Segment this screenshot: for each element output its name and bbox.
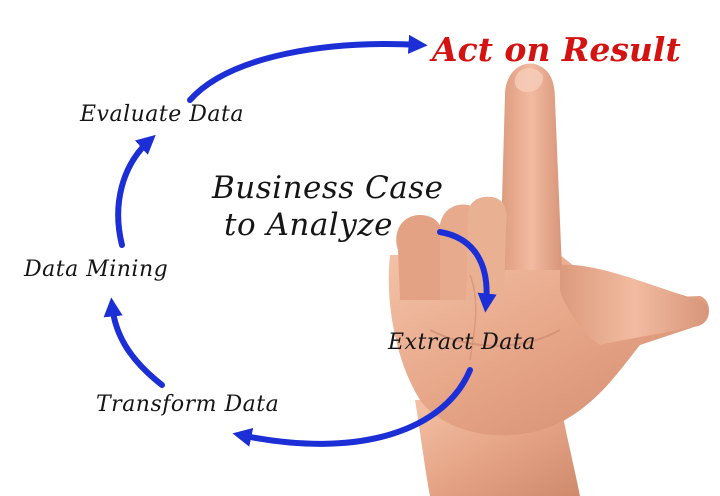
arrow-transform-to-mining xyxy=(103,297,165,388)
arrow-mining-to-evaluate xyxy=(115,134,156,248)
node-act-on-result: Act on Result xyxy=(432,30,681,69)
node-extract-data: Extract Data xyxy=(388,330,536,355)
node-evaluate-data: Evaluate Data xyxy=(80,102,244,127)
arrow-extract-to-transform xyxy=(232,367,473,447)
pointing-hand-illustration xyxy=(388,63,709,496)
cycle-arrows xyxy=(103,34,497,447)
node-data-mining: Data Mining xyxy=(24,257,169,282)
node-transform-data: Transform Data xyxy=(96,392,280,417)
node-business-case-line2: to Analyze xyxy=(224,207,393,243)
arrow-case-to-extract xyxy=(437,229,497,313)
arrow-evaluate-to-act xyxy=(187,34,428,103)
node-business-case-line1: Business Case xyxy=(212,170,444,206)
